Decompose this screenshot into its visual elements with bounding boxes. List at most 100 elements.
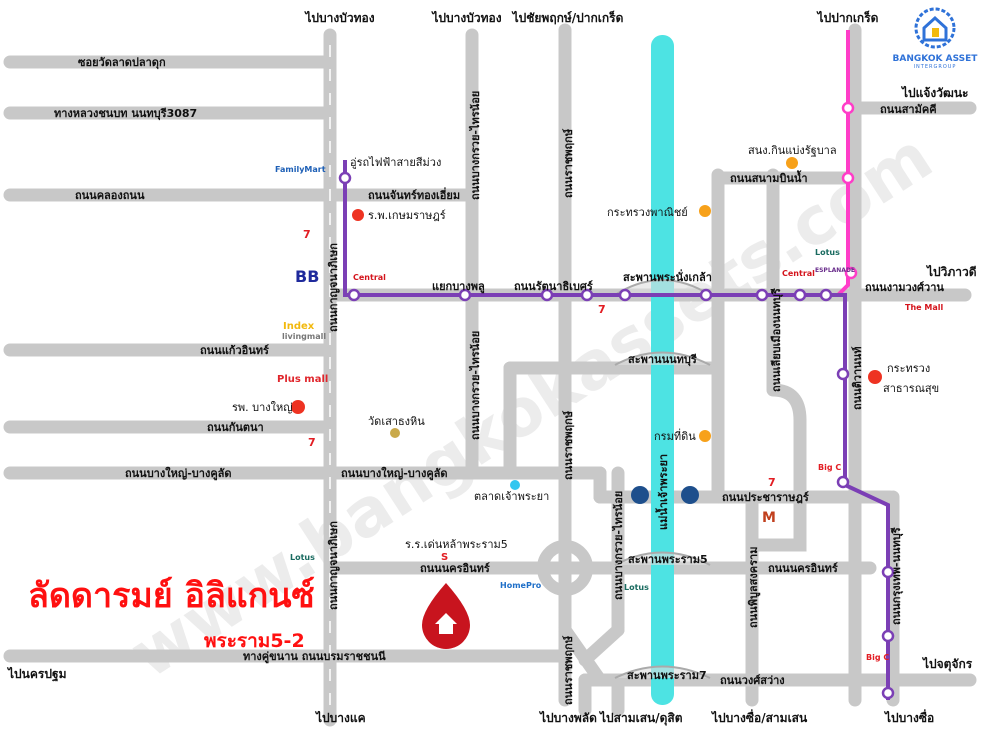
road-label: ถนนบางกรวย-ไทรน้อย bbox=[468, 91, 482, 200]
seven-eleven-logo: 7 bbox=[598, 303, 606, 316]
road-label: สะพานพระราม5 bbox=[628, 553, 708, 566]
chao-phraya-river bbox=[651, 35, 674, 705]
roads bbox=[3, 23, 977, 727]
road-label: ถนนบางใหญ่-บางคูลัด bbox=[125, 466, 232, 481]
road-label: ถนนสนามบินน้ำ bbox=[730, 170, 808, 185]
road-label: ถนนบางกรวย-ไทรน้อย bbox=[468, 331, 482, 440]
road-label: ถนนจันทร์ทองเอี่ยม bbox=[368, 187, 460, 202]
market-icon bbox=[510, 480, 520, 490]
hospital-icon bbox=[352, 209, 364, 221]
plus-mall-logo: Plus mall bbox=[277, 374, 328, 385]
ferry-pier-icon bbox=[631, 486, 649, 504]
poi-label: สาธารณสุข bbox=[883, 382, 939, 395]
road-label: ทางหลวงชนบท นนทบุรี3087 bbox=[54, 107, 197, 121]
poi-label: ตลาดเจ้าพระยา bbox=[474, 490, 549, 503]
gov-office-icon bbox=[699, 205, 711, 217]
seven-eleven-logo: 7 bbox=[308, 436, 316, 449]
major-logo: M bbox=[762, 510, 776, 526]
road-label: ถนนประชาราษฎร์ bbox=[722, 491, 809, 504]
esplanade-logo: ESPLANADE bbox=[815, 267, 855, 274]
road-label: ถนนแก้วอินทร์ bbox=[200, 344, 269, 357]
poi-label: รพ. บางใหญ่ bbox=[232, 401, 293, 414]
poi-label: กระทรวง bbox=[887, 362, 930, 375]
vertical-road-labels: ถนนกาญจนาภิเษก ถนนกาญจนาภิเษก ถนนบางกรวย… bbox=[327, 91, 904, 705]
direction-label: ไปจตุจักร bbox=[921, 656, 973, 672]
road-labels: ซอยวัดลาดปลาดุก ทางหลวงชนบท นนทบุรี3087 … bbox=[54, 56, 944, 687]
gov-office-icon bbox=[786, 157, 798, 169]
livingmall-logo: livingmall bbox=[282, 332, 326, 341]
project-name: ลัดดารมย์ อิลิแกนซ์ bbox=[28, 576, 315, 616]
big-c-logo: Big C bbox=[818, 463, 841, 472]
road-label: ถนนกันตนา bbox=[207, 421, 264, 434]
road-label: สะพานพระนั่งเกล้า bbox=[623, 269, 712, 284]
direction-label: ไปแจ้งวัฒนะ bbox=[900, 85, 969, 100]
poi-markers bbox=[291, 157, 882, 649]
road-label: ถนนราชพฤกษ์ bbox=[562, 410, 575, 480]
bangkok-asset-logo: BANGKOK ASSET INTERGROUP bbox=[890, 6, 980, 70]
direction-label: ไปบางแค bbox=[314, 710, 366, 725]
poi-label: อู่รถไฟฟ้าสายสีม่วง bbox=[350, 156, 441, 169]
home-icon bbox=[435, 613, 457, 634]
direction-label: ไปวิภาวดี bbox=[925, 264, 977, 279]
road-label: สะพานพระราม7 bbox=[627, 669, 707, 682]
road-label: แยกบางพลู bbox=[432, 280, 485, 294]
direction-label: ไปบางซื่อ bbox=[883, 709, 934, 725]
seven-eleven-logo: 7 bbox=[303, 228, 311, 241]
road-label: ถนนกาญจนาภิเษก bbox=[327, 521, 340, 610]
direction-labels: ไปบางบัวทอง ไปบางบัวทอง ไปชัยพฤกษ์/ปากเก… bbox=[6, 10, 977, 726]
road-label: ถนนวงศ์สว่าง bbox=[720, 674, 785, 687]
bridge-arcs bbox=[614, 279, 711, 679]
direction-label: ไปบางบัวทอง bbox=[303, 10, 374, 25]
poi-label: กระทรวงพาณิชย์ bbox=[607, 206, 688, 219]
logo-name: BANGKOK ASSET bbox=[892, 54, 978, 64]
familymart-logo: FamilyMart bbox=[275, 165, 326, 174]
hospital-icon bbox=[868, 370, 882, 384]
hospital-icon bbox=[291, 400, 305, 414]
house-emblem-icon bbox=[914, 7, 956, 49]
school-logo: S bbox=[441, 552, 448, 563]
big-c-logo: Big C bbox=[866, 653, 889, 662]
road-label: ถนนนครอินทร์ bbox=[768, 562, 838, 575]
pink-line bbox=[836, 30, 850, 297]
brand-logos: FamilyMart 7 BB Central Index livingmall… bbox=[275, 165, 943, 662]
central-logo: Central bbox=[353, 273, 386, 282]
homepro-logo: HomePro bbox=[500, 581, 542, 590]
central-logo: Central bbox=[782, 269, 815, 278]
road-label: ถนนคลองถนน bbox=[75, 189, 145, 202]
road-label: ถนนงามวงศ์วาน bbox=[865, 281, 944, 294]
index-logo: Index bbox=[283, 321, 315, 332]
road-label: ถนนบางใหญ่-บางคูลัด bbox=[341, 466, 448, 481]
direction-label: ไปนครปฐม bbox=[6, 666, 66, 682]
road-label: สะพานนนทบุรี bbox=[628, 353, 697, 367]
ferry-pier-icon bbox=[681, 486, 699, 504]
stations bbox=[338, 101, 895, 700]
road-label: ถนนกรุงเทพ-นนทบุรี bbox=[890, 527, 904, 625]
direction-label: ไปสามเสน/ดุสิต bbox=[598, 710, 683, 726]
road-label: ถนนเลียบเมืองนนทบุรี bbox=[770, 288, 784, 392]
poi-label: ร.ร.เด่นหล้าพระราม5 bbox=[405, 538, 508, 551]
poi-label: วัดเสาธงหิน bbox=[368, 415, 425, 428]
road-label: ซอยวัดลาดปลาดุก bbox=[78, 56, 166, 70]
purple-line bbox=[343, 160, 890, 700]
road-label: ถนนพิบูลสงคราม bbox=[747, 547, 761, 628]
tesco-lotus-logo: Lotus bbox=[290, 553, 315, 562]
direction-label: ไปชัยพฤกษ์/ปากเกร็ด bbox=[511, 10, 624, 25]
tesco-lotus-logo: Lotus bbox=[624, 583, 649, 592]
project-location: พระราม5-2 bbox=[204, 630, 305, 652]
bb-logo: BB bbox=[295, 267, 319, 286]
road-label: ทางคู่ขนาน ถนนบรมราชชนนี bbox=[243, 650, 386, 664]
direction-label: ไปบางซื่อ/สามเสน bbox=[710, 709, 808, 725]
seven-eleven-logo: 7 bbox=[768, 476, 776, 489]
tesco-lotus-logo: Lotus bbox=[815, 248, 840, 257]
road-label: ถนนราชพฤกษ์ bbox=[562, 635, 575, 705]
direction-label: ไปปากเกร็ด bbox=[816, 10, 879, 25]
road-label: ถนนบางกรวย-ไทรน้อย bbox=[611, 491, 625, 600]
road-label: ถนนราชพฤกษ์ bbox=[562, 128, 575, 198]
road-label: ถนนสามัคคี bbox=[880, 103, 937, 116]
road-label: ถนนกาญจนาภิเษก bbox=[327, 243, 340, 332]
road-label: ถนนติวานนท์ bbox=[851, 347, 864, 411]
logo-sub: INTERGROUP bbox=[913, 64, 957, 70]
direction-label: ไปบางพลัด bbox=[538, 710, 597, 725]
